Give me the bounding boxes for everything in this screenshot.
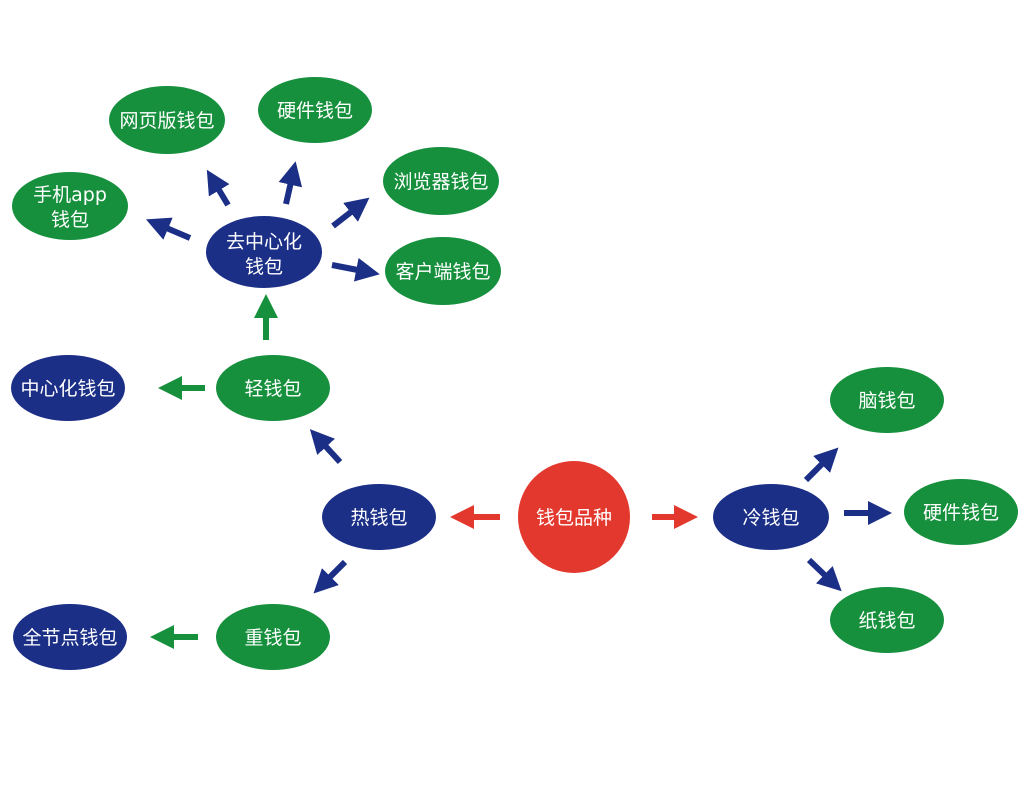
node-hardware-cold-shape	[904, 479, 1018, 545]
node-browser: 浏览器钱包	[383, 147, 499, 215]
node-hardware-cold: 硬件钱包	[904, 479, 1018, 545]
arrow-decentralized-to-mobile	[145, 217, 192, 241]
arrow-hot-to-light	[309, 429, 343, 465]
node-full-node-label: 全节点钱包	[22, 627, 117, 649]
node-centralized: 中心化钱包	[11, 355, 125, 421]
node-hardware-top: 硬件钱包	[258, 77, 372, 143]
node-web-label: 网页版钱包	[119, 110, 214, 132]
node-decentralized-label-line1: 去中心化	[226, 231, 302, 253]
node-hot-label: 热钱包	[350, 507, 407, 529]
node-light-label: 轻钱包	[244, 378, 301, 400]
node-client-shape	[385, 237, 501, 305]
node-mobile-app-shape	[12, 172, 128, 240]
arrow-decentralized-to-client	[331, 257, 380, 282]
node-paper-label: 纸钱包	[858, 610, 915, 632]
node-client: 客户端钱包	[385, 237, 501, 305]
arrow-hot-to-heavy	[313, 559, 348, 594]
node-root-label: 钱包品种	[536, 507, 612, 529]
arrow-cold-to-brain	[803, 447, 839, 483]
node-light-shape	[216, 355, 330, 421]
node-cold: 冷钱包	[713, 484, 829, 550]
node-root: 钱包品种	[518, 461, 630, 573]
node-browser-label: 浏览器钱包	[393, 171, 488, 193]
node-decentralized-shape	[206, 216, 322, 288]
node-heavy-label: 重钱包	[244, 627, 301, 649]
node-full-node-shape	[13, 604, 127, 670]
node-client-label: 客户端钱包	[395, 261, 490, 283]
node-heavy-shape	[216, 604, 330, 670]
node-cold-shape	[713, 484, 829, 550]
node-web-shape	[109, 86, 225, 154]
node-hot-shape	[322, 484, 436, 550]
node-hardware-cold-label: 硬件钱包	[923, 502, 999, 524]
node-brain-shape	[830, 367, 944, 433]
node-web: 网页版钱包	[109, 86, 225, 154]
arrows	[145, 161, 892, 649]
node-paper-shape	[830, 587, 944, 653]
node-centralized-shape	[11, 355, 125, 421]
node-brain-label: 脑钱包	[858, 390, 915, 412]
node-mobile-app-label-line2: 钱包	[51, 209, 89, 231]
node-hot: 热钱包	[322, 484, 436, 550]
node-brain: 脑钱包	[830, 367, 944, 433]
node-browser-shape	[383, 147, 499, 215]
node-decentralized: 去中心化 钱包	[206, 216, 322, 288]
node-heavy: 重钱包	[216, 604, 330, 670]
node-full-node: 全节点钱包	[13, 604, 127, 670]
node-decentralized-label-line2: 钱包	[245, 256, 283, 278]
node-cold-label: 冷钱包	[742, 507, 799, 529]
node-root-shape	[518, 461, 630, 573]
arrow-decentralized-to-browser	[331, 197, 370, 229]
node-hardware-top-shape	[258, 77, 372, 143]
arrow-decentralized-to-web	[206, 169, 231, 207]
node-hardware-top-label: 硬件钱包	[277, 100, 353, 122]
node-mobile-app: 手机app 钱包	[12, 172, 128, 240]
node-light: 轻钱包	[216, 355, 330, 421]
node-paper: 纸钱包	[830, 587, 944, 653]
arrow-decentralized-to-hardware	[278, 161, 303, 205]
node-mobile-app-label-line1: 手机app	[33, 184, 107, 206]
arrow-cold-to-paper	[806, 557, 842, 592]
node-centralized-label: 中心化钱包	[20, 378, 115, 400]
